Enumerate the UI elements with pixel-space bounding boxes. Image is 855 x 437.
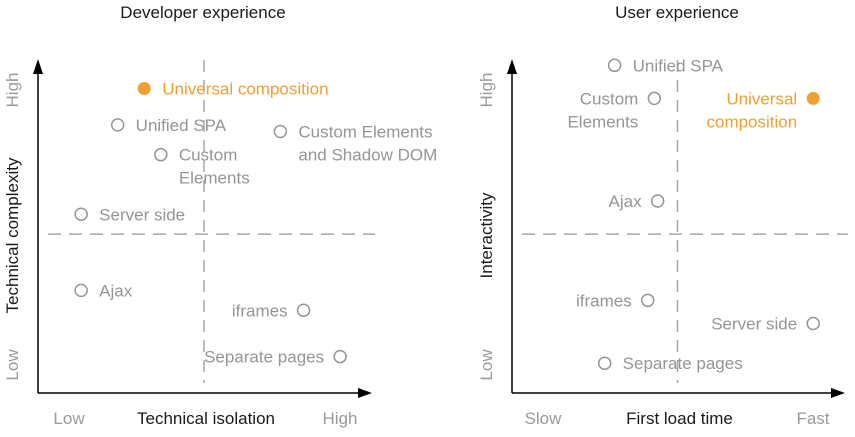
point-label: Universal composition xyxy=(706,89,797,131)
point-marker xyxy=(273,124,288,139)
y-tick-label: High xyxy=(477,73,496,108)
point-marker xyxy=(154,147,168,162)
point-label: Ajax xyxy=(99,281,133,300)
x-tick-label: Fast xyxy=(796,409,829,428)
data-point: iframes xyxy=(232,301,311,320)
point-label: Server side xyxy=(99,205,185,224)
data-point: Separate pages xyxy=(597,354,743,373)
point-marker xyxy=(597,356,612,370)
point-label-line: Elements xyxy=(179,169,250,188)
y-axis-arrow-icon xyxy=(33,59,43,74)
data-point: Universal composition xyxy=(137,79,329,98)
point-marker xyxy=(640,293,655,308)
x-axis-arrow-icon xyxy=(358,388,372,398)
point-label: Ajax xyxy=(609,192,643,211)
data-point: Unified SPA xyxy=(110,116,227,135)
point-marker-filled xyxy=(806,91,820,105)
point-marker xyxy=(806,316,820,331)
point-label: Universal composition xyxy=(162,79,328,98)
point-label-line: Custom xyxy=(580,89,639,108)
point-label: Separate pages xyxy=(204,348,324,367)
data-point: Server side xyxy=(74,205,185,224)
point-label: iframes xyxy=(232,301,288,320)
data-point: Unified SPA xyxy=(607,56,724,75)
x-tick-label: High xyxy=(323,409,358,428)
x-axis-label: First load time xyxy=(626,409,733,428)
x-tick-label: Slow xyxy=(525,409,563,428)
x-axis-arrow-icon xyxy=(831,388,845,398)
point-label: Unified SPA xyxy=(633,56,724,75)
y-axis-arrow-icon xyxy=(507,59,517,74)
y-tick-label: High xyxy=(3,73,22,108)
chart-title: User experience xyxy=(615,3,739,22)
y-axis-label: Interactivity xyxy=(477,192,496,278)
data-point: Ajax xyxy=(609,192,665,211)
y-tick-label: Low xyxy=(3,349,22,381)
point-label-line: Custom xyxy=(179,146,238,165)
point-marker xyxy=(74,207,88,222)
point-marker xyxy=(607,58,622,73)
y-tick-label: Low xyxy=(477,349,496,381)
point-marker xyxy=(110,118,125,132)
data-point: Server side xyxy=(711,314,820,333)
point-label-line: and Shadow DOM xyxy=(298,146,437,165)
data-point: Separate pages xyxy=(204,348,347,367)
point-marker xyxy=(74,283,88,298)
data-point: iframes xyxy=(576,291,655,310)
point-marker xyxy=(650,194,665,208)
chart-title: Developer experience xyxy=(120,3,285,22)
point-label: Custom Elements and Shadow DOM xyxy=(298,123,437,165)
point-label: Separate pages xyxy=(623,354,743,373)
point-label-line: Custom Elements xyxy=(298,123,432,142)
point-marker xyxy=(296,303,311,317)
y-axis-label: Technical complexity xyxy=(3,157,22,313)
point-label-line: Universal xyxy=(726,89,797,108)
point-label: iframes xyxy=(576,291,632,310)
point-marker xyxy=(647,91,662,106)
x-tick-label: Low xyxy=(53,409,85,428)
x-axis-label: Technical isolation xyxy=(137,409,275,428)
point-label-line: Elements xyxy=(567,112,638,131)
point-label: Unified SPA xyxy=(136,116,227,135)
data-point: Ajax xyxy=(74,281,133,300)
point-marker xyxy=(333,349,347,364)
data-point: Custom Elements and Shadow DOM xyxy=(273,123,437,165)
data-point: Universal composition xyxy=(706,89,820,131)
point-label: Server side xyxy=(711,314,797,333)
point-marker-filled xyxy=(137,81,151,95)
point-label-line: composition xyxy=(706,112,797,131)
